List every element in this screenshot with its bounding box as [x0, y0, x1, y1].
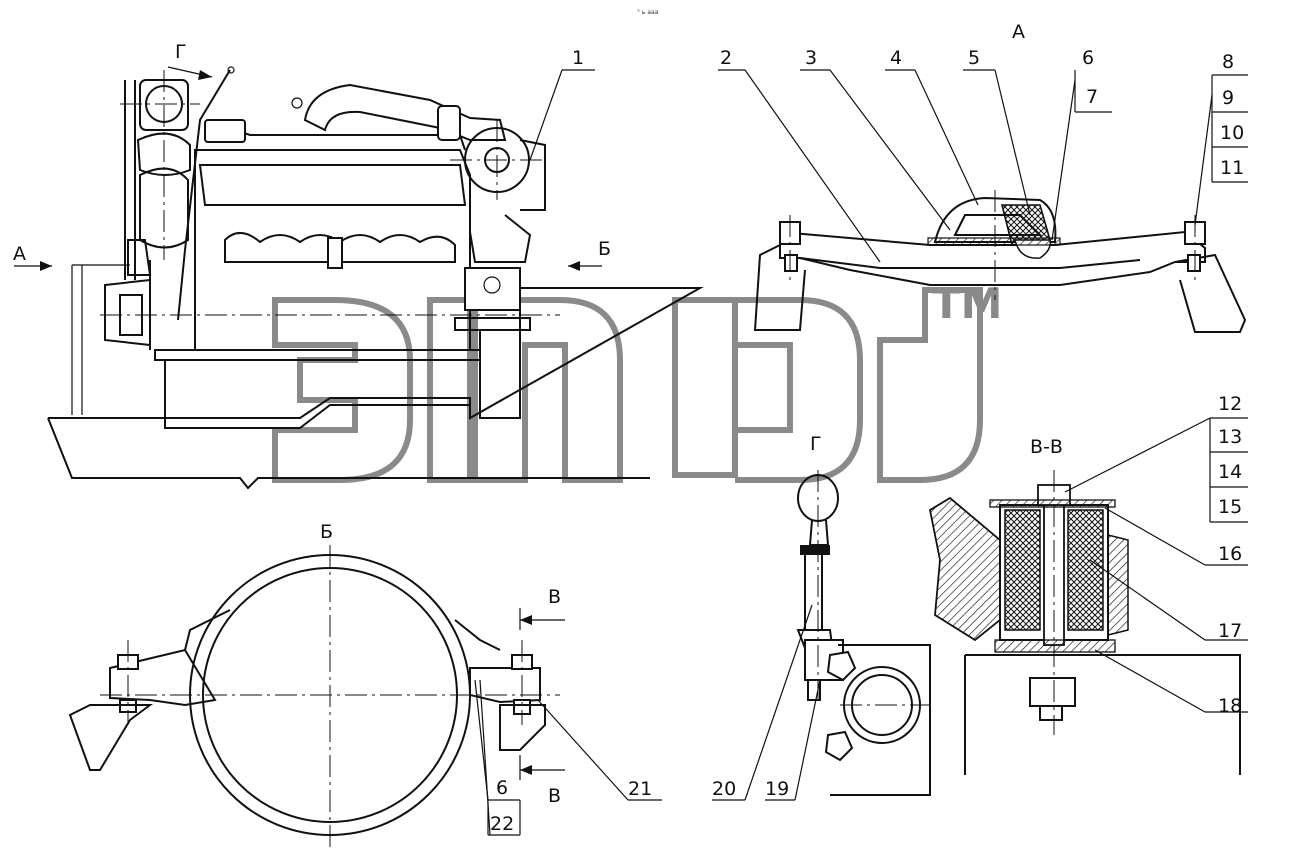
view-a-title: А: [1012, 21, 1025, 43]
part-6: 6: [1082, 47, 1094, 69]
section-v-mark-top: В: [548, 586, 561, 608]
part-20: 20: [712, 778, 736, 800]
section-vv-title: В-В: [1030, 436, 1063, 458]
part-12: 12: [1218, 393, 1242, 415]
section-vv-cushion: [928, 417, 1248, 775]
part-15: 15: [1218, 496, 1242, 518]
view-g-dipstick-detail: [712, 470, 931, 801]
view-a-arrow-label: А: [13, 243, 26, 265]
part-4: 4: [890, 47, 902, 69]
part-3: 3: [805, 47, 817, 69]
view-g-title: Г: [810, 433, 822, 455]
part-1: 1: [572, 47, 584, 69]
view-g-arrow-label: Г: [175, 41, 187, 63]
part-8: 8: [1222, 51, 1234, 73]
part-17: 17: [1218, 620, 1242, 642]
view-b-rear-support: [68, 545, 662, 850]
part-5: 5: [968, 47, 980, 69]
part-18: 18: [1218, 695, 1242, 717]
watermark-logo: TM: [272, 279, 1002, 483]
section-v-mark-bottom: В: [548, 785, 561, 807]
view-b-title: Б: [320, 521, 333, 543]
part-11: 11: [1220, 157, 1244, 179]
part-21: 21: [628, 778, 652, 800]
part-22: 22: [490, 813, 514, 835]
view-b-arrow-label: Б: [598, 238, 611, 260]
view-a-front-support: [718, 69, 1248, 333]
part-14: 14: [1218, 461, 1242, 483]
part-9: 9: [1222, 87, 1234, 109]
part-10: 10: [1220, 122, 1244, 144]
part-13: 13: [1218, 426, 1242, 448]
part-16: 16: [1218, 543, 1242, 565]
part-7: 7: [1086, 86, 1098, 108]
part-2: 2: [720, 47, 732, 69]
part-6-view-b: 6: [496, 777, 508, 799]
drawing-labels: ° ь ааа А А Б Г Б Г В-В В В 1 2 3 4 5 6 …: [13, 9, 1244, 835]
part-19: 19: [765, 778, 789, 800]
watermark-tm: TM: [932, 279, 1002, 328]
engine-side-view: [14, 66, 704, 490]
tiny-note: ° ь ааа: [637, 9, 659, 16]
